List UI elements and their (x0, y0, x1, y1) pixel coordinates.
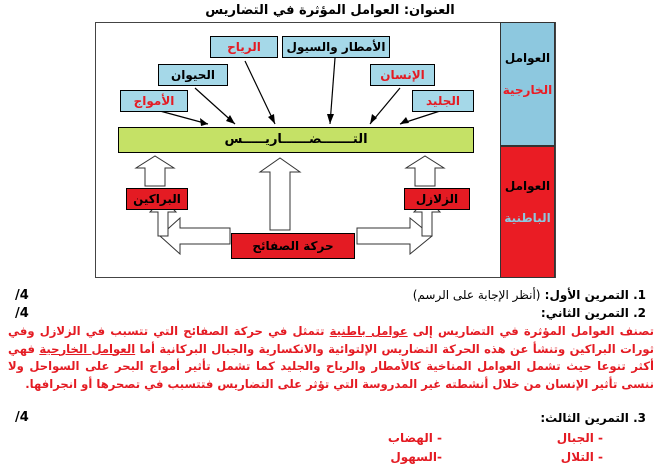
answer-mountains: - الجبال (556, 431, 603, 445)
arrow-plates-left (159, 216, 231, 256)
arrowhead-waves (200, 118, 208, 126)
arrow-quake-up (404, 155, 446, 187)
external-factors-line2: الخارجية (502, 83, 553, 97)
box-waves: الأمواج (120, 90, 188, 112)
box-animal-text: الحيوان (170, 68, 216, 82)
exercise2-paragraph: تصنف العوامل المؤثرة في التضاريس إلى عوا… (8, 323, 654, 393)
box-wind: الرياح (210, 36, 278, 58)
arrowhead-animal (226, 115, 235, 124)
answer-plains: -السهول (390, 450, 442, 464)
exercise2-external-factors: العوامل الخارجية (39, 341, 136, 356)
box-wind-text: الرياح (227, 40, 261, 54)
arrow-wind (244, 60, 276, 125)
exercise2-score: 4/ (15, 306, 29, 321)
box-ice-text: الجليد (426, 94, 460, 108)
answer-hills: - التلال (560, 450, 603, 464)
box-rain-text: الأمطار والسيول (286, 40, 386, 54)
box-rain: الأمطار والسيول (282, 36, 390, 58)
external-factors-line1: العوامل (504, 51, 551, 65)
arrowhead-rain (327, 114, 334, 124)
page-title: العنوان: العوامل المؤثرة في التضاريس (205, 3, 455, 18)
arrow-plates-up (258, 157, 302, 231)
arrowhead-ice (400, 117, 409, 124)
box-human-text: الإنسان (380, 68, 425, 82)
diagram-frame (95, 22, 556, 278)
internal-factors-label: العوامل الباطنية (500, 146, 555, 278)
box-plates: حركة الصفائح (231, 233, 355, 259)
external-factors-label: العوامل الخارجية (500, 22, 555, 146)
box-plates-text: حركة الصفائح (252, 239, 334, 253)
arrow-rain (329, 57, 336, 125)
internal-factors-line1: العوامل (504, 179, 551, 193)
box-volcano-text: البراكين (133, 192, 181, 206)
internal-factors-line2: الباطنية (504, 211, 551, 225)
exercise1-heading: 1. التمرين الأول: (أنظر الإجابة على الرس… (413, 288, 646, 302)
box-animal: الحيوان (158, 64, 228, 86)
exercise2-part2: تتمثل في حركة الصفائح التي تتسبب في الزل… (8, 324, 654, 356)
box-quake-text: الزلازل (415, 192, 459, 206)
exercise2-label: 2. التمرين الثاني: (540, 306, 646, 320)
exercise2-part3: فهي أكثر تنوعا حيث تشمل العوامل المناخية… (8, 341, 654, 391)
arrow-volcano-up (134, 155, 176, 187)
box-human: الإنسان (370, 64, 435, 86)
box-quake: الزلازل (404, 188, 470, 210)
exercise1-label: 1. التمرين الأول: (544, 288, 646, 302)
exercise2-internal-factors: عوامل باطنية (329, 324, 408, 338)
arrow-waves (159, 110, 209, 125)
answer-plateaus: - الهضاب (387, 431, 442, 445)
box-terrain-text: التـــــــضــــــاريـــــس (224, 132, 368, 147)
exercise1-note: (أنظر الإجابة على الرسم) (412, 288, 541, 302)
arrow-plates-right (356, 216, 433, 256)
exercise3-score: 4/ (15, 410, 29, 425)
exercise2-part1: تصنف العوامل المؤثرة في التضاريس إلى (407, 324, 654, 338)
arrowhead-wind (268, 114, 275, 124)
box-terrain: التـــــــضــــــاريـــــس (118, 127, 474, 153)
exercise3-label: 3. التمرين الثالث: (540, 411, 646, 425)
box-volcano: البراكين (126, 188, 188, 210)
box-ice: الجليد (412, 90, 474, 112)
exercise1-score: 4/ (15, 288, 29, 303)
arrowhead-human (370, 114, 377, 124)
box-waves-text: الأمواج (133, 94, 175, 108)
